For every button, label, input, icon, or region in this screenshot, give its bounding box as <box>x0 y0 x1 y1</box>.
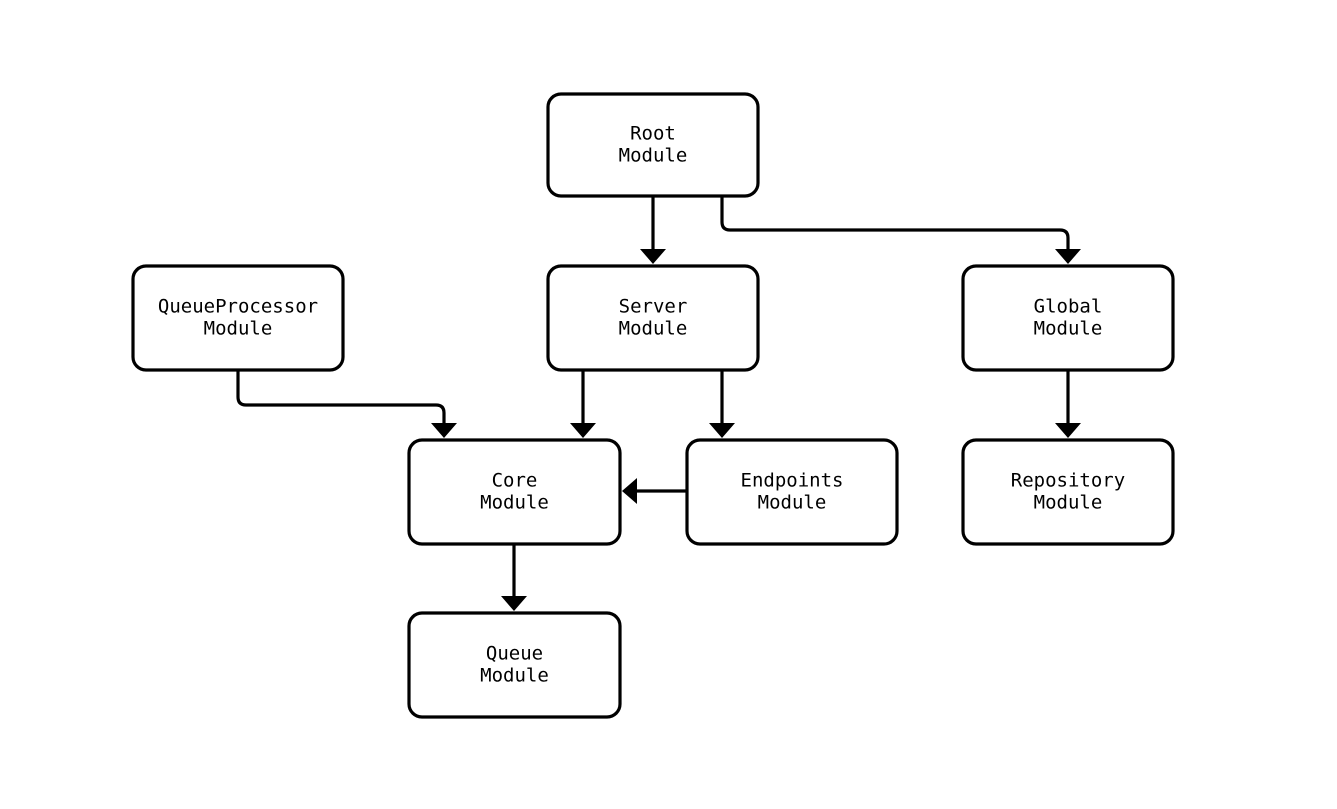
arrowhead-icon <box>570 423 596 438</box>
node-box[interactable] <box>407 438 622 546</box>
edge-core-to-queue <box>501 544 527 611</box>
arrowhead-icon <box>501 596 527 611</box>
arrowhead-icon <box>431 423 457 438</box>
edge-root-to-server <box>640 196 666 264</box>
node-label-line2: Module <box>480 492 549 514</box>
node-label-line1: Repository <box>1011 470 1125 492</box>
edge-server-to-endpoints <box>709 370 735 438</box>
node-label-line2: Module <box>1034 318 1103 340</box>
edges-layer <box>236 196 1081 611</box>
node-label-line1: Root <box>630 123 676 145</box>
node-label-line2: Module <box>1034 492 1103 514</box>
arrowhead-icon <box>622 478 637 504</box>
node-box[interactable] <box>961 438 1175 546</box>
node-label-line1: Core <box>492 470 538 492</box>
arrowhead-icon <box>709 423 735 438</box>
edge-endpoints-to-core <box>622 478 687 504</box>
node-label-line1: Server <box>619 296 688 318</box>
node-label-line2: Module <box>619 145 688 167</box>
edge-queueprocessor-to-core <box>236 370 457 438</box>
node-box[interactable] <box>546 264 760 372</box>
node-box[interactable] <box>961 264 1175 372</box>
edge-line <box>720 196 1070 252</box>
edge-root-to-global <box>720 196 1081 264</box>
node-label-line1: Queue <box>486 643 543 665</box>
edge-line <box>236 370 446 426</box>
node-label-line2: Module <box>204 318 273 340</box>
arrowhead-icon <box>1055 249 1081 264</box>
node-label-line1: QueueProcessor <box>158 296 318 318</box>
node-label-line1: Endpoints <box>741 470 844 492</box>
node-label-line2: Module <box>480 665 549 687</box>
arrowhead-icon <box>1055 423 1081 438</box>
node-box[interactable] <box>685 438 899 546</box>
node-box[interactable] <box>546 92 760 198</box>
edge-server-to-core <box>570 370 596 438</box>
node-box[interactable] <box>131 264 345 372</box>
node-label-line2: Module <box>619 318 688 340</box>
node-box[interactable] <box>407 611 622 719</box>
arrowhead-icon <box>640 249 666 264</box>
node-label-line2: Module <box>758 492 827 514</box>
node-label-line1: Global <box>1034 296 1103 318</box>
nodes-layer: RootModuleQueueProcessorModuleServerModu… <box>131 92 1175 719</box>
edge-global-to-repository <box>1055 370 1081 438</box>
